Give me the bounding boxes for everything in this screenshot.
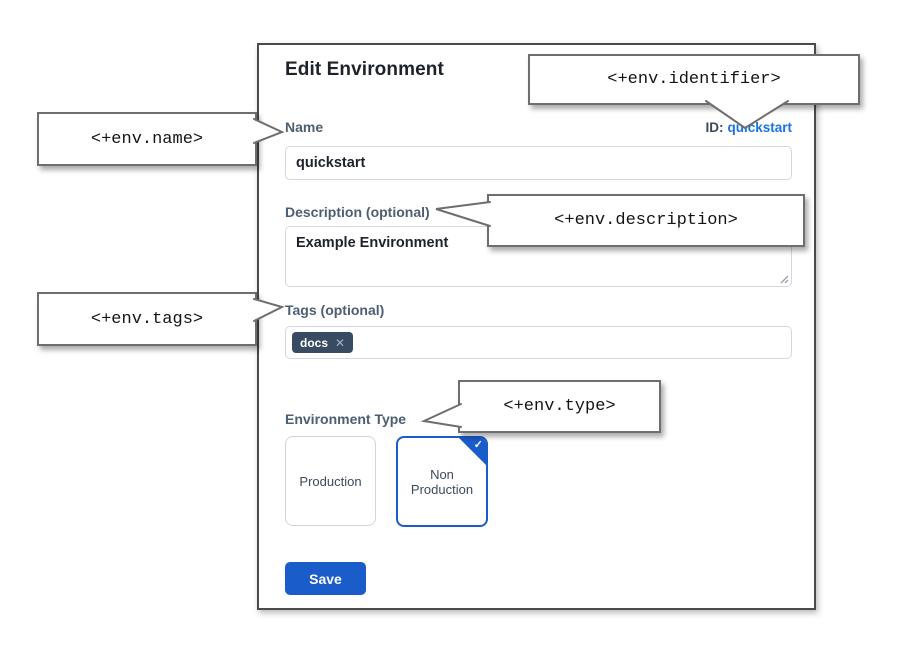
name-label: Name (285, 119, 324, 135)
type-card-non-production[interactable]: Non Production ✓ (396, 436, 488, 527)
callout-env-tags: <+env.tags> (37, 292, 257, 346)
callout-env-identifier: <+env.identifier> (528, 54, 860, 105)
callout-env-type: <+env.type> (458, 380, 661, 433)
name-row: Name ID:quickstart (285, 119, 792, 139)
tag-chip: docs ✕ (292, 332, 354, 353)
type-card-label: Production (299, 473, 362, 489)
callout-env-name: <+env.name> (37, 112, 257, 166)
tags-label: Tags (optional) (285, 302, 385, 318)
id-value-link[interactable]: quickstart (727, 120, 792, 135)
check-icon: ✓ (473, 439, 483, 451)
resize-handle-icon[interactable] (780, 275, 789, 284)
environment-type-label: Environment Type (285, 411, 407, 427)
save-button[interactable]: Save (285, 562, 366, 595)
edit-environment-dialog: Edit Environment Name ID:quickstart Desc… (257, 43, 816, 610)
type-card-label: Non Production (410, 466, 474, 497)
tag-chip-label: docs (300, 335, 329, 350)
description-label: Description (optional) (285, 204, 430, 220)
id-label: ID: (705, 120, 724, 135)
remove-tag-icon[interactable]: ✕ (335, 335, 346, 350)
callout-env-description: <+env.description> (487, 194, 805, 247)
page-title: Edit Environment (285, 59, 444, 80)
name-input[interactable] (285, 146, 792, 180)
environment-type-options: Production Non Production ✓ (285, 436, 488, 527)
tags-input[interactable]: docs ✕ (285, 326, 792, 359)
environment-id: ID:quickstart (705, 120, 792, 135)
type-card-production[interactable]: Production (285, 436, 376, 526)
